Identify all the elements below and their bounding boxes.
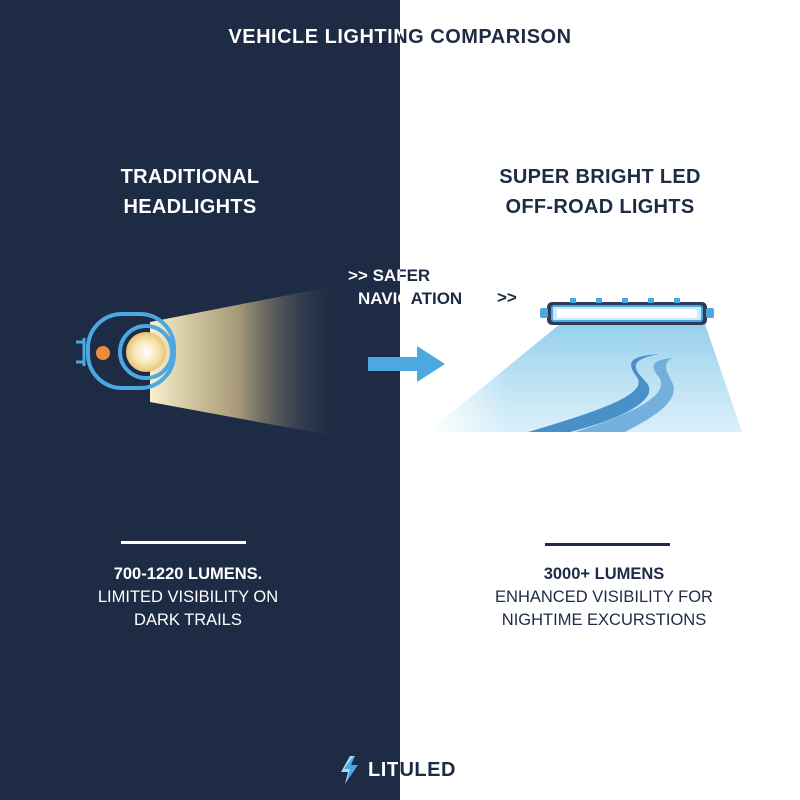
lumens-value: 3000+ LUMENS xyxy=(543,565,665,583)
arrow-right-icon xyxy=(368,346,445,382)
heading-line: TRADITIONAL xyxy=(120,166,260,188)
traditional-headlights-heading: TRADITIONAL HEADLIGHTS xyxy=(40,162,340,222)
led-light-bar-icon xyxy=(540,298,714,325)
heading-line: HEADLIGHTS xyxy=(123,196,257,218)
right-divider xyxy=(545,543,670,546)
heading-line: SUPER BRIGHT LED xyxy=(499,166,701,188)
led-stats: 3000+ LUMENS ENHANCED VISIBILITY FOR NIG… xyxy=(444,563,764,632)
stat-description-line: LIMITED VISIBILITY ON xyxy=(97,588,279,606)
stat-description-line: ENHANCED VISIBILITY FOR xyxy=(495,588,713,606)
road xyxy=(528,354,660,432)
stat-description-line: NIGHTIME EXCURSTIONS xyxy=(501,611,707,629)
led-illustration xyxy=(428,298,742,432)
safer-label: >> SAFER xyxy=(348,264,548,288)
stat-description-line: DARK TRAILS xyxy=(134,611,242,629)
warm-beam xyxy=(150,284,345,438)
headlight-icon xyxy=(76,312,176,390)
brand-logo: LITULED xyxy=(338,754,456,786)
navigation-suffix: >> xyxy=(497,288,517,307)
left-divider xyxy=(121,541,246,544)
page-title: VEHICLE LIGHTING COMPARISON xyxy=(0,26,800,49)
lumens-value: 700-1220 LUMENS. xyxy=(113,565,263,583)
headlight-illustration xyxy=(76,284,345,438)
navigation-label: NAVIGATION xyxy=(358,287,558,311)
lightning-bolt-icon xyxy=(341,756,358,784)
heading-line: OFF-ROAD LIGHTS xyxy=(505,196,695,218)
led-lights-heading: SUPER BRIGHT LED OFF-ROAD LIGHTS xyxy=(450,162,750,222)
traditional-stats: 700-1220 LUMENS. LIMITED VISIBILITY ON D… xyxy=(28,563,348,632)
brand-name: LITULED xyxy=(368,758,456,781)
